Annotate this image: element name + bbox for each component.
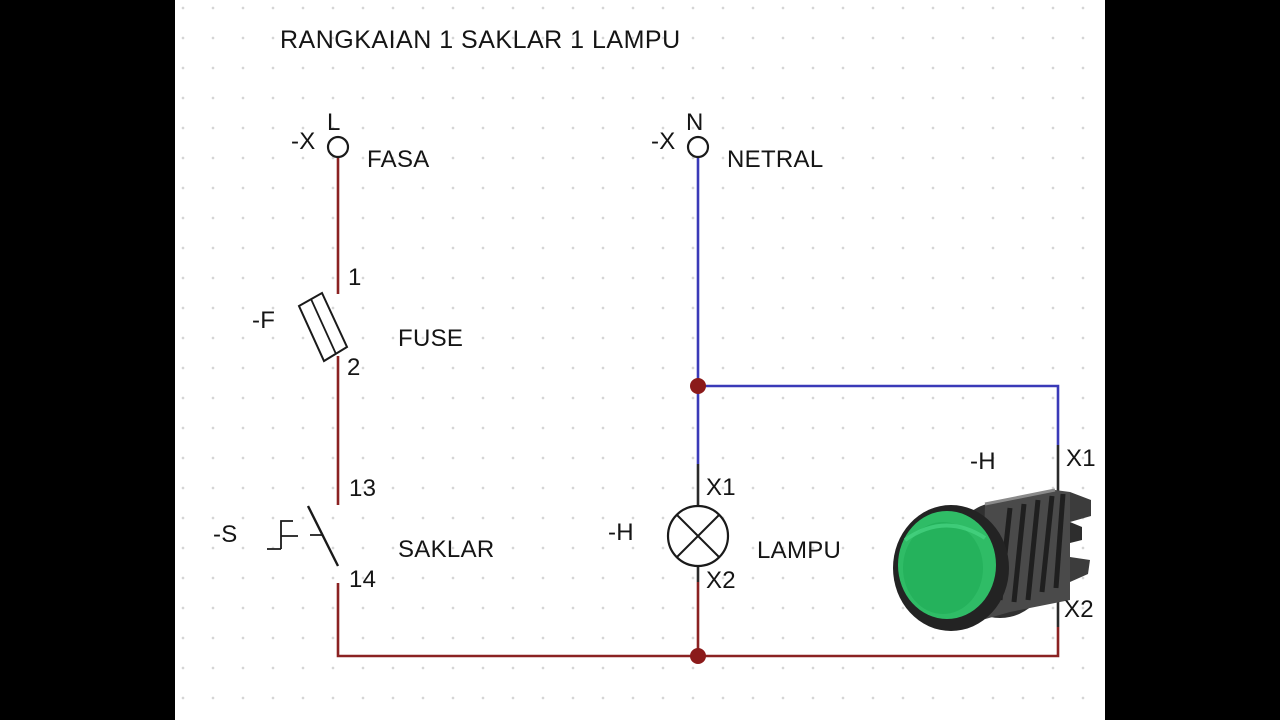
fuse-pin-bottom-label: 2 (347, 354, 361, 381)
pilot-lamp-clip-bottom (1070, 557, 1090, 582)
diagram-canvas (175, 0, 1105, 720)
pilot-lamp-photo (893, 488, 1091, 631)
switch-name-label: SAKLAR (398, 536, 495, 563)
pilot-lamp-body-highlight (984, 488, 1056, 506)
pilot-lamp-clip-mid (1070, 522, 1082, 543)
letterbox-right (1105, 0, 1280, 720)
lamp-pin-bottom-label: X2 (706, 567, 736, 594)
neutral-terminal-ref: -X (651, 128, 676, 155)
lamp-pin-top-label: X1 (706, 474, 736, 501)
photo-terminal-top-label: X1 (1066, 445, 1096, 472)
switch-pin-top-label: 13 (349, 475, 377, 502)
pilot-lamp-lens (903, 522, 983, 614)
pilot-lamp-lens-glint (903, 523, 987, 542)
lamp-ref-label: -H (608, 519, 634, 546)
fuse-pin-top-label: 1 (348, 264, 362, 291)
junction-dot-top (690, 378, 706, 394)
neutral-pin-label: N (686, 109, 704, 136)
switch-ref-label: -S (213, 521, 238, 548)
phase-name-label: FASA (367, 146, 430, 173)
diagram-title: RANGKAIAN 1 SAKLAR 1 LAMPU (280, 26, 681, 54)
switch-actuator (267, 520, 322, 550)
photo-ref-label: -H (970, 448, 996, 475)
phase-pin-label: L (327, 109, 341, 136)
lamp-name-label: LAMPU (757, 537, 842, 564)
pilot-lamp-clip-top (1070, 492, 1091, 522)
switch-symbol (267, 505, 340, 567)
photo-terminal-bottom-label: X2 (1064, 596, 1094, 623)
terminal-circle-neutral-N (686, 135, 710, 159)
fuse-ref-label: -F (252, 307, 276, 334)
letterbox-left (0, 0, 175, 720)
terminal-circle-phase-L (326, 135, 350, 159)
switch-blade (306, 505, 340, 567)
junction-dot-bottom (690, 648, 706, 664)
fuse-symbol (297, 291, 349, 363)
neutral-name-label: NETRAL (727, 146, 824, 173)
fuse-name-label: FUSE (398, 325, 464, 352)
phase-terminal-ref: -X (291, 128, 316, 155)
lamp-symbol (666, 504, 730, 568)
switch-pin-bottom-label: 14 (349, 566, 377, 593)
neutral-wires (696, 157, 1060, 464)
